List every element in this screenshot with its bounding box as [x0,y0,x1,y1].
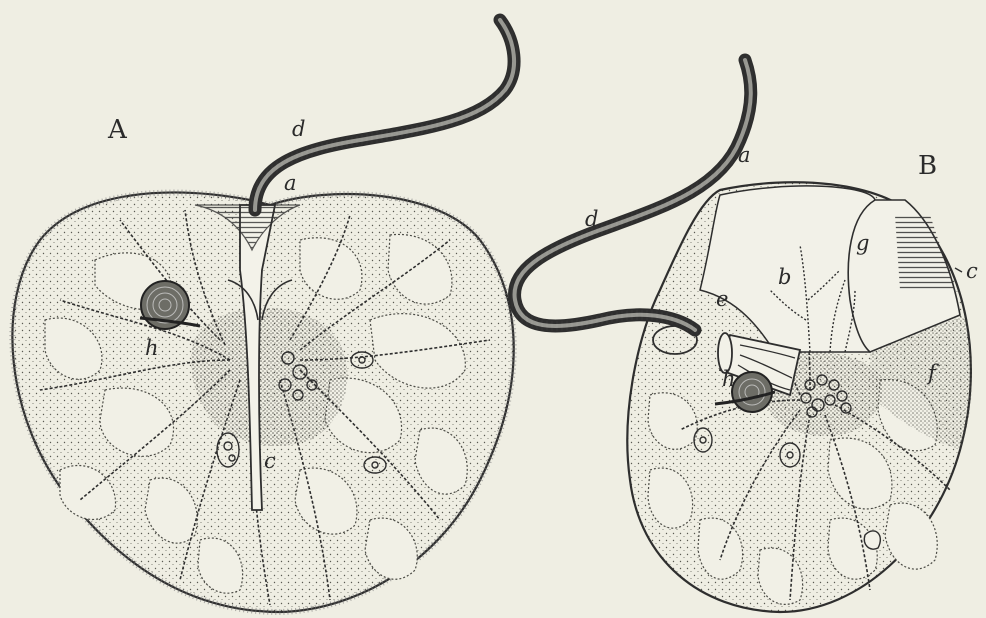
figure-a [12,20,514,612]
figure-b-c-pointer [955,268,962,272]
figure-b-label-c: c [966,259,978,283]
figure-b-label-b: b [778,265,791,289]
figure-b-label-a: a [738,143,751,167]
figure-b-label-h: h [722,367,736,391]
figure-a-label-d: d [292,117,305,141]
figure-a-letter: A [107,115,128,145]
figure-b-label-g: g [856,231,869,255]
figure-a-label-a: a [284,171,297,195]
figure-b-label-e: e [716,287,728,311]
figure-b-letter: B [918,151,937,181]
figure-a-label-h: h [145,336,159,360]
figure-a-label-c: c [264,449,276,473]
figure-b-inclusion [864,531,880,549]
figure-b-label-d: d [585,207,598,231]
